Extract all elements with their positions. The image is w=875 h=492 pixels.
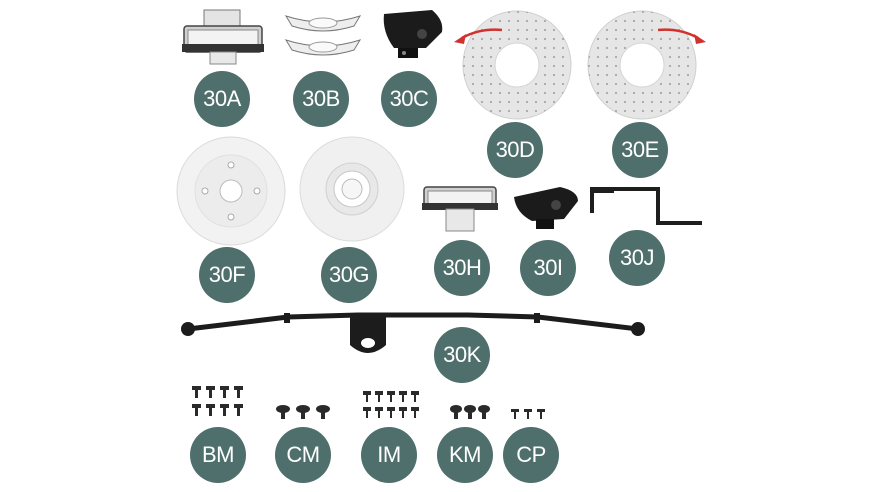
anti-roll-bar-icon bbox=[181, 312, 645, 353]
part-label-30c: 30C bbox=[381, 71, 437, 127]
part-label-30k: 30K bbox=[434, 327, 490, 383]
rotation-arrow-icon bbox=[454, 28, 503, 44]
caliper-icon bbox=[182, 9, 264, 65]
part-label-30e: 30E bbox=[612, 122, 668, 178]
screw-icon bbox=[511, 409, 545, 419]
part-label-30b: 30B bbox=[293, 71, 349, 127]
part-label-30f: 30F bbox=[199, 247, 255, 303]
part-label-cp: CP bbox=[503, 427, 559, 483]
wheel-hub-icon bbox=[176, 136, 286, 246]
part-label-30i: 30I bbox=[520, 240, 576, 296]
brake-disc-icon bbox=[587, 10, 697, 120]
rotation-arrow-icon bbox=[657, 28, 706, 44]
screw-icon bbox=[363, 391, 419, 418]
part-label-30a: 30A bbox=[194, 71, 250, 127]
caliper-icon bbox=[422, 186, 498, 232]
bracket-icon bbox=[590, 187, 702, 225]
caliper-cover-icon bbox=[514, 187, 578, 229]
part-label-30h: 30H bbox=[434, 240, 490, 296]
part-label-cm: CM bbox=[275, 427, 331, 483]
screw-icon bbox=[192, 386, 243, 416]
brake-disc-icon bbox=[462, 10, 572, 120]
hub-disc-icon bbox=[299, 136, 405, 242]
caliper-cover-icon bbox=[383, 10, 443, 58]
part-label-30d: 30D bbox=[487, 122, 543, 178]
screw-icon bbox=[450, 405, 490, 419]
part-label-km: KM bbox=[437, 427, 493, 483]
part-label-im: IM bbox=[361, 427, 417, 483]
screw-icon bbox=[276, 405, 330, 419]
part-label-bm: BM bbox=[190, 427, 246, 483]
part-label-30j: 30J bbox=[609, 230, 665, 286]
brake-pad-icon bbox=[284, 15, 362, 56]
part-label-30g: 30G bbox=[321, 247, 377, 303]
